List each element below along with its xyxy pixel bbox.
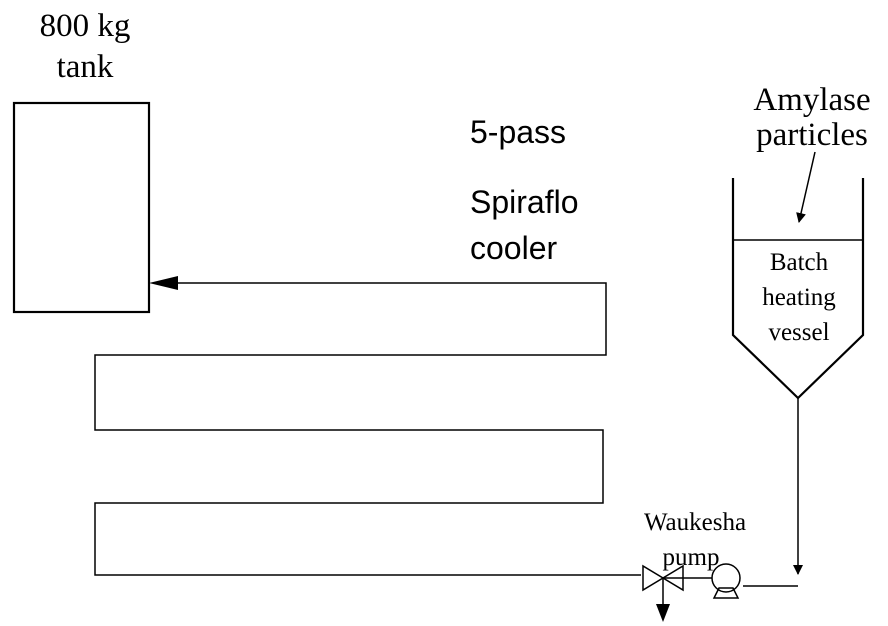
vessel-label-line1: Batch: [770, 249, 829, 276]
vessel-label-line3: vessel: [768, 319, 829, 346]
cooler-label-line2: Spiraflo: [470, 184, 579, 220]
drain-arrow: [656, 604, 670, 622]
cooler-label-line1: 5-pass: [470, 114, 566, 150]
tank-label-line1: 800 kg: [40, 8, 131, 44]
tank-label-line2: tank: [57, 49, 114, 85]
tank-vessel: [12, 101, 151, 314]
additive-label-line2: particles: [756, 117, 868, 153]
cooler-serpentine-pipe: [94, 282, 641, 576]
tank-inlet-arrow: [149, 276, 178, 290]
pump-label-line2: pump: [663, 544, 720, 571]
additive-feed-arrow: [796, 151, 816, 223]
vessel-label-line2: heating: [762, 284, 836, 311]
pump-label-line1: Waukesha: [644, 509, 746, 536]
valve-icon: [642, 564, 684, 606]
pump-icon: [698, 563, 741, 599]
additive-label-line1: Amylase: [753, 82, 870, 118]
cooler-label-line3: cooler: [470, 230, 558, 266]
